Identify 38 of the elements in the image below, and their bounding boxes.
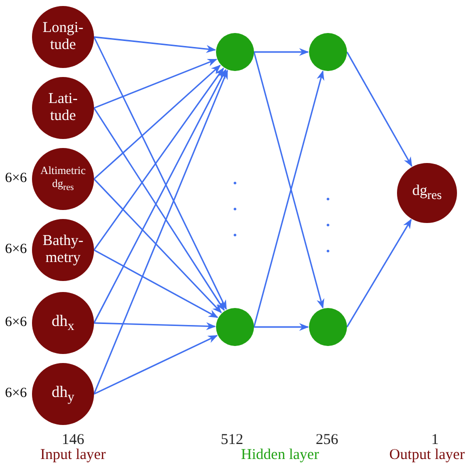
dimension-label: 6×6	[5, 172, 27, 186]
arrow	[93, 68, 224, 250]
node-label: Longi- tude	[42, 20, 84, 54]
arrow	[93, 68, 226, 324]
arrow	[254, 323, 309, 331]
arrow	[94, 322, 216, 330]
arrow	[94, 64, 221, 180]
neuron-count: 512	[220, 433, 244, 448]
node-label: Bathy- metry	[42, 232, 84, 268]
arrow	[346, 52, 412, 167]
layer-label: Input layer	[40, 448, 106, 463]
arrow	[93, 70, 228, 394]
arrow	[254, 48, 309, 56]
neuron-circle	[309, 308, 347, 346]
node-label: dg$_{res}$	[412, 183, 442, 203]
node-label: dh$_{x}$	[52, 312, 74, 334]
layer-label: Output layer	[389, 448, 465, 463]
node-label: Lati- tude	[47, 90, 79, 126]
arrow	[94, 334, 218, 395]
neuron-count: 1	[431, 433, 439, 448]
arrow	[94, 178, 222, 314]
neuron-count: 146	[62, 433, 84, 448]
dimension-label: 6×6	[5, 387, 27, 401]
arrow	[94, 249, 218, 318]
dimension-label: 6×6	[5, 316, 27, 330]
layer-label: Hidden layer	[241, 448, 319, 463]
arrow	[346, 218, 412, 328]
neuron-circle	[216, 308, 254, 346]
arrow	[93, 108, 225, 311]
neuron-circle	[216, 33, 254, 71]
arrow	[93, 36, 227, 310]
node-label: Altimetric dg$_{res}$	[39, 165, 87, 193]
dimension-label: 6×6	[5, 243, 27, 257]
arrow	[94, 36, 216, 53]
neuron-circle	[309, 33, 347, 71]
neuron-count: 256	[316, 433, 338, 448]
node-label: dh$_{y}$	[52, 384, 74, 404]
arrow	[94, 58, 218, 109]
